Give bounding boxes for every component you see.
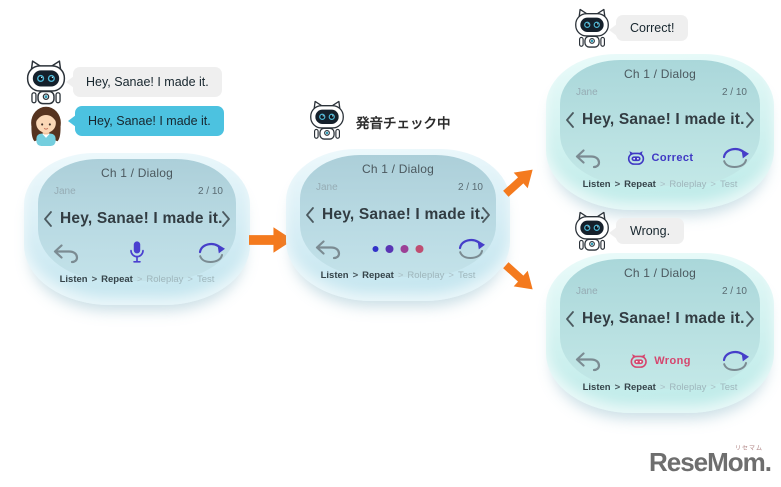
progress-dots	[372, 237, 424, 260]
correct-speech-bubble: Correct!	[609, 15, 689, 42]
user-avatar	[23, 101, 69, 147]
breadcrumb-separator: >	[659, 179, 666, 190]
wrong-message: Wrong.	[630, 224, 671, 238]
mode-breadcrumb: Listen > Repeat > Roleplay > Test	[546, 382, 774, 393]
mode-breadcrumb: Listen > Repeat > Roleplay > Test	[546, 179, 774, 190]
step-roleplay: Roleplay	[407, 270, 445, 281]
progress-dot	[372, 245, 379, 252]
progress-dot	[415, 244, 424, 253]
result-label: Correct	[651, 151, 694, 164]
robot-face-icon	[629, 353, 648, 369]
step-roleplay: Roleplay	[669, 179, 707, 190]
line-counter: 2 / 10	[457, 182, 483, 193]
step-repeat: Repeat	[362, 270, 394, 281]
step-test: Test	[719, 382, 738, 393]
robot-message: Hey, Sanae! I made it.	[86, 75, 209, 89]
bubble-tail	[609, 24, 617, 36]
dialog-sentence: Hey, Sanae! I made it.	[582, 310, 745, 327]
result-wrong-badge: Wrong	[629, 349, 691, 372]
bubble-tail	[66, 76, 74, 88]
prev-line-button[interactable]	[565, 111, 575, 129]
musio-robot-icon	[304, 98, 350, 141]
step-test: Test	[457, 270, 476, 281]
chapter-title: Ch 1 / Dialog	[362, 162, 434, 176]
speaker-name: Jane	[576, 87, 598, 98]
undo-button[interactable]	[575, 149, 601, 169]
result-correct-badge: Correct	[627, 146, 694, 169]
prev-line-button[interactable]	[565, 310, 575, 328]
breadcrumb-separator: >	[187, 274, 193, 285]
dialog-sentence: Hey, Sanae! I made it.	[322, 206, 485, 223]
step-roleplay: Roleplay	[669, 382, 707, 393]
breadcrumb-separator: >	[614, 382, 621, 393]
checking-status-label: 発音チェック中	[356, 116, 451, 131]
result-label: Wrong	[654, 354, 691, 367]
speaker-name: Jane	[316, 182, 338, 193]
wrong-speech-bubble: Wrong.	[609, 218, 685, 245]
line-counter: 2 / 10	[721, 87, 747, 98]
undo-button[interactable]	[575, 352, 601, 372]
speaker-name: Jane	[576, 286, 598, 297]
step-repeat: Repeat	[624, 382, 656, 393]
chapter-title: Ch 1 / Dialog	[101, 166, 173, 180]
logo-text: ReseMom.	[648, 447, 772, 477]
resemom-logo: リセマム ReseMom.	[648, 446, 772, 478]
breadcrumb-separator: >	[710, 382, 716, 393]
next-line-button[interactable]	[745, 310, 755, 328]
step-repeat: Repeat	[624, 179, 656, 190]
musio-robot-icon	[20, 57, 72, 106]
line-counter: 2 / 10	[721, 286, 747, 297]
redo-button[interactable]	[721, 147, 749, 169]
logo-ruby: リセマム	[734, 446, 763, 452]
step-test: Test	[196, 274, 215, 285]
prev-line-button[interactable]	[305, 206, 315, 224]
bubble-tail	[68, 115, 76, 127]
user-speech-bubble: Hey, Sanae! I made it.	[68, 106, 224, 137]
dialog-sentence: Hey, Sanae! I made it.	[60, 210, 223, 227]
redo-button[interactable]	[197, 242, 225, 264]
bubble-tail	[609, 227, 617, 239]
breadcrumb-separator: >	[659, 382, 666, 393]
breadcrumb-separator: >	[136, 274, 143, 285]
mode-breadcrumb: Listen > Repeat > Roleplay > Test	[24, 274, 250, 285]
device-screen-correct: Ch 1 / Dialog Jane 2 / 10 Hey, Sanae! I …	[546, 54, 774, 210]
step-listen: Listen	[582, 179, 611, 190]
breadcrumb-separator: >	[397, 270, 404, 281]
user-message: Hey, Sanae! I made it.	[88, 114, 211, 128]
progress-dot	[400, 244, 409, 253]
robot-speech-bubble: Hey, Sanae! I made it.	[66, 67, 222, 98]
step-roleplay: Roleplay	[146, 274, 184, 285]
redo-button[interactable]	[721, 350, 749, 372]
step-test: Test	[719, 179, 738, 190]
breadcrumb-separator: >	[448, 270, 454, 281]
next-line-button[interactable]	[745, 111, 755, 129]
progress-dot	[385, 244, 394, 253]
robot-face-icon	[627, 150, 646, 166]
breadcrumb-separator: >	[352, 270, 359, 281]
step-repeat: Repeat	[101, 274, 133, 285]
prev-line-button[interactable]	[43, 210, 53, 228]
mic-button[interactable]	[129, 240, 146, 264]
chapter-title: Ch 1 / Dialog	[624, 266, 696, 280]
device-screen-checking: Ch 1 / Dialog Jane 2 / 10 Hey, Sanae! I …	[286, 149, 510, 301]
breadcrumb-separator: >	[91, 274, 98, 285]
step-listen: Listen	[320, 270, 349, 281]
undo-button[interactable]	[53, 244, 79, 264]
chapter-title: Ch 1 / Dialog	[624, 67, 696, 81]
breadcrumb-separator: >	[614, 179, 621, 190]
step-listen: Listen	[59, 274, 88, 285]
breadcrumb-separator: >	[710, 179, 716, 190]
correct-message: Correct!	[630, 21, 675, 35]
line-counter: 2 / 10	[197, 186, 223, 197]
redo-button[interactable]	[457, 238, 485, 260]
dialog-sentence: Hey, Sanae! I made it.	[582, 111, 745, 128]
mode-breadcrumb: Listen > Repeat > Roleplay > Test	[286, 270, 510, 281]
undo-button[interactable]	[315, 240, 341, 260]
step-listen: Listen	[582, 382, 611, 393]
device-screen-repeat: Ch 1 / Dialog Jane 2 / 10 Hey, Sanae! I …	[24, 153, 250, 305]
device-screen-wrong: Ch 1 / Dialog Jane 2 / 10 Hey, Sanae! I …	[546, 253, 774, 413]
speaker-name: Jane	[54, 186, 76, 197]
